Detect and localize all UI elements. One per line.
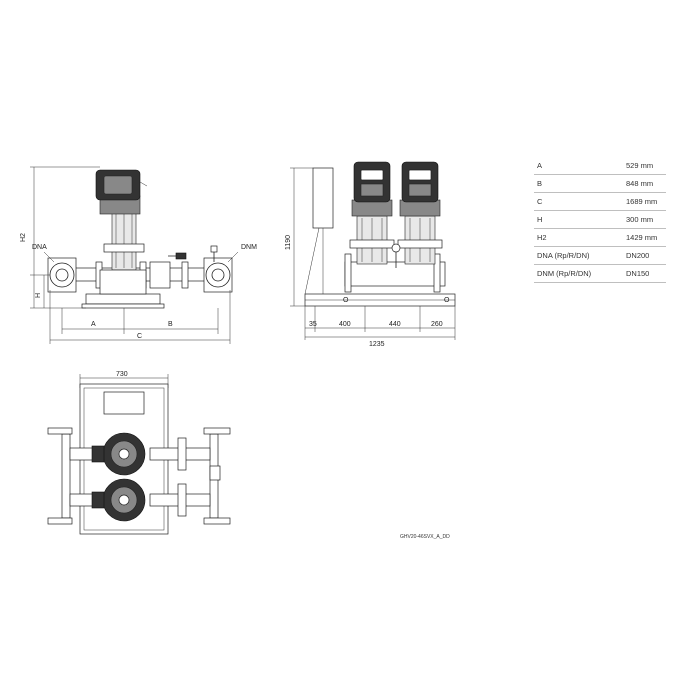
spec-value: 300 mm (623, 210, 666, 229)
side-dim-400: 400 (339, 321, 351, 328)
side-control-cabinet (312, 167, 334, 229)
side-dim-440: 440 (389, 321, 401, 328)
front-flange-right (203, 257, 233, 293)
side-dim-260: 260 (431, 321, 443, 328)
side-dim-35: 35 (309, 321, 317, 328)
front-dna-label: DNA (32, 244, 47, 251)
spec-value: DN150 (623, 264, 666, 283)
side-dim-1235: 1235 (369, 341, 385, 348)
svg-text:O: O (444, 297, 450, 304)
spec-label: H (534, 210, 623, 229)
spec-row-h: H 300 mm (534, 210, 666, 229)
spec-row-dna: DNA (Rp/R/DN) DN200 (534, 246, 666, 265)
spec-value: 1689 mm (623, 192, 666, 211)
spec-value: 1429 mm (623, 228, 666, 247)
spec-label: C (534, 192, 623, 211)
spec-value: DN200 (623, 246, 666, 265)
front-a-label: A (91, 321, 96, 328)
front-pump-housing (99, 269, 147, 295)
front-h-label: H (35, 293, 42, 298)
side-manifold (344, 261, 446, 287)
spec-row-h2: H2 1429 mm (534, 228, 666, 247)
front-b-label: B (168, 321, 173, 328)
drawing-code: GHV20-46SVX_A_DD (400, 534, 450, 540)
front-h2-label: H2 (20, 233, 27, 242)
spec-label: B (534, 174, 623, 193)
front-dnm-label: DNM (241, 244, 257, 251)
spec-label: DNM (Rp/R/DN) (534, 264, 623, 283)
front-flange-left (47, 257, 77, 293)
side-pressure-gauge (391, 243, 401, 253)
spec-label: A (534, 157, 623, 175)
top-manifold-left (61, 433, 71, 519)
front-base-foot (81, 303, 165, 309)
front-check-valve (149, 261, 171, 289)
front-view: H2 H DNA DNM A B C (20, 166, 257, 344)
spec-row-dnm: DNM (Rp/R/DN) DN150 (534, 264, 666, 283)
spec-row-b: B 848 mm (534, 174, 666, 193)
front-base-frame (85, 293, 161, 305)
side-height-dim: 1190 (285, 235, 292, 250)
svg-text:O: O (343, 297, 349, 304)
front-c-label: C (137, 333, 142, 340)
side-motor-2-base (399, 199, 441, 217)
spec-row-c: C 1689 mm (534, 192, 666, 211)
spec-label: H2 (534, 228, 623, 247)
spec-label: DNA (Rp/R/DN) (534, 246, 623, 265)
spec-value: 529 mm (623, 157, 666, 175)
top-view: 730 (47, 371, 231, 535)
top-control-cabinet (103, 391, 145, 415)
spec-value: 848 mm (623, 174, 666, 193)
side-view: O O 1190 35 400 440 260 1235 (285, 161, 456, 348)
top-width-dim: 730 (116, 371, 128, 378)
side-motor-1-base (351, 199, 393, 217)
spec-table: A 529 mm B 848 mm C 1689 mm H 300 mm H2 … (534, 157, 666, 283)
spec-row-a: A 529 mm (534, 157, 666, 175)
